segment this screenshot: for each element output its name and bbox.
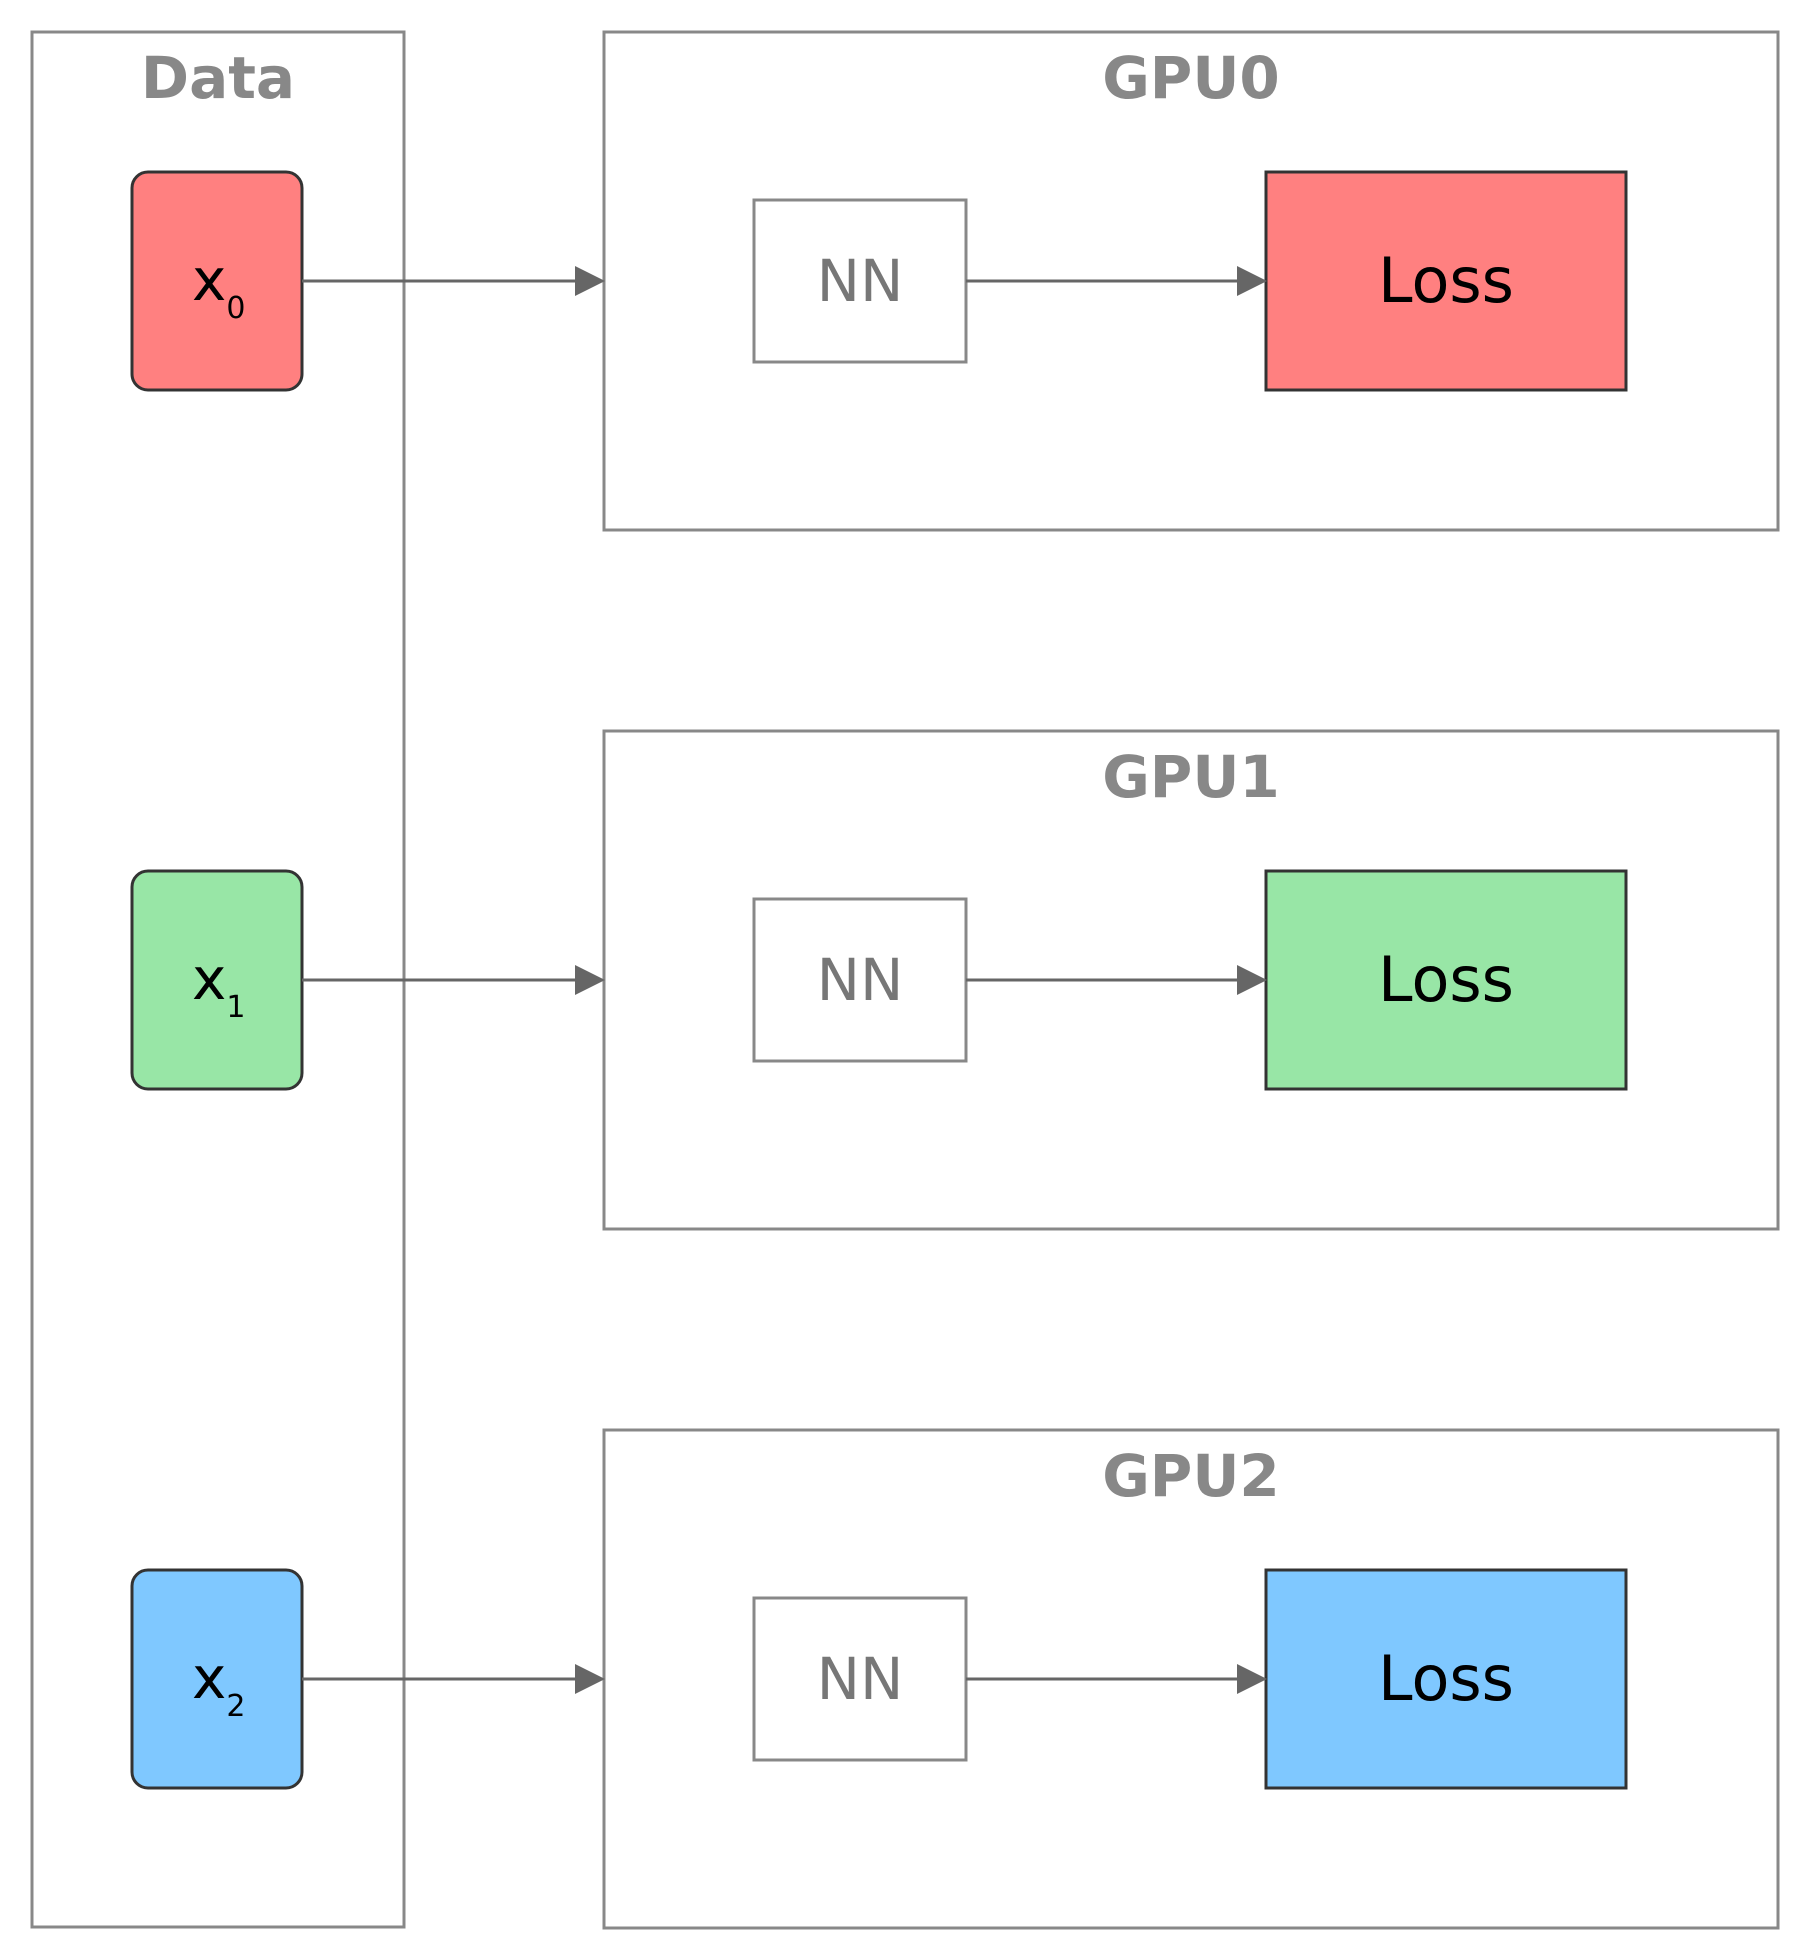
input-node-x0: x0 xyxy=(130,170,304,392)
gpu0-title: GPU0 xyxy=(1102,44,1280,112)
input-node-x0-label: x0 xyxy=(192,246,245,326)
gpu2-nn-box xyxy=(752,1596,968,1762)
gpu0-nn-label: NN xyxy=(817,247,904,315)
gpu2-title: GPU2 xyxy=(1102,1442,1280,1510)
gpu1-loss-label: Loss xyxy=(1378,943,1514,1016)
input-node-x2: x2 xyxy=(130,1568,304,1790)
gpu1-nn-label: NN xyxy=(817,946,904,1014)
input-node-x2-label: x2 xyxy=(192,1644,245,1724)
gpu1-loss-box xyxy=(1264,869,1628,1091)
gpu2-nn-label: NN xyxy=(817,1645,904,1713)
data-frame-title: Data xyxy=(141,44,295,112)
gpu2-frame: GPU2 NN Loss xyxy=(602,1428,1780,1930)
gpu1-title: GPU1 xyxy=(1102,743,1280,811)
gpu0-loss-box xyxy=(1264,170,1628,392)
gpu2-loss-box xyxy=(1264,1568,1628,1790)
gpu1-nn-box xyxy=(752,897,968,1063)
input-node-x1-label: x1 xyxy=(192,945,245,1025)
gpu0-loss-label: Loss xyxy=(1378,244,1514,317)
gpu2-loss-label: Loss xyxy=(1378,1642,1514,1715)
input-node-x1: x1 xyxy=(130,869,304,1091)
